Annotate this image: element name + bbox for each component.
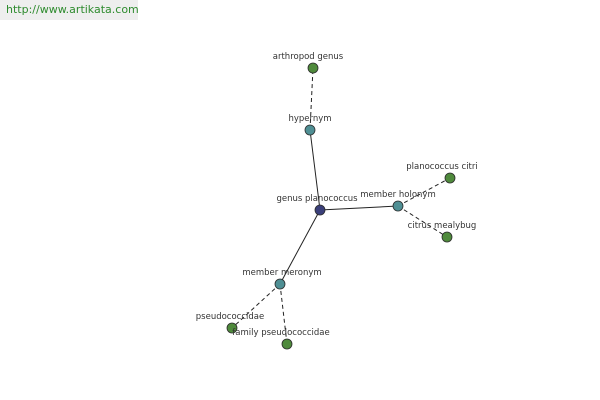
watermark-url: http://www.artikata.com: [0, 0, 139, 20]
edge-holonym-citri: [397, 177, 451, 207]
node-label-pseudococcidae: pseudococcidae: [196, 312, 264, 322]
edge-root-meronym: [279, 209, 321, 285]
node-label-holonym: member holonym: [360, 190, 435, 200]
node-arthropod[interactable]: [307, 62, 319, 74]
node-label-family: family pseudococcidae: [232, 328, 329, 338]
node-hypernym[interactable]: [304, 124, 316, 136]
node-citri[interactable]: [444, 172, 456, 184]
edge-holonym-mealybug: [397, 205, 448, 238]
node-mealybug[interactable]: [441, 231, 453, 243]
node-label-citri: planococcus citri: [406, 162, 478, 172]
node-family[interactable]: [281, 338, 293, 350]
node-root[interactable]: [314, 204, 326, 216]
graph-nodes: [226, 62, 456, 350]
edge-hypernym-arthropod: [309, 67, 314, 131]
node-holonym[interactable]: [392, 200, 404, 212]
node-meronym[interactable]: [274, 278, 286, 290]
node-label-root: genus planococcus: [276, 194, 358, 204]
edge-meronym-pseudococcidae: [231, 283, 281, 329]
node-label-hypernym: hypernym: [288, 114, 331, 124]
node-pseudococcidae[interactable]: [226, 322, 238, 334]
edge-root-hypernym: [309, 129, 321, 211]
graph-labels: genus planococcus hypernym arthropod genus…: [196, 52, 478, 338]
edge-meronym-family: [279, 283, 288, 345]
edge-root-holonym: [319, 205, 399, 211]
graph-edges: [231, 67, 451, 345]
node-label-mealybug: citrus mealybug: [408, 221, 477, 231]
node-label-arthropod: arthropod genus: [273, 52, 344, 62]
node-label-meronym: member meronym: [242, 268, 321, 278]
